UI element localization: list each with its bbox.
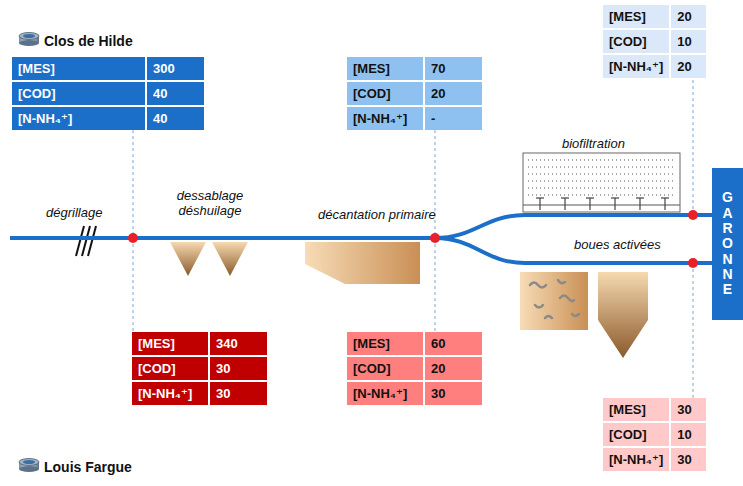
parameter-value: 30 — [210, 382, 267, 405]
parameter-value: 30 — [671, 398, 706, 421]
plant-icon — [19, 33, 39, 47]
table-grid: [MES]60[COD]20[N-NH₄⁺]30 — [347, 332, 482, 405]
plant-icon — [19, 459, 39, 473]
parameter-name: [MES] — [603, 5, 669, 28]
parameter-name: [MES] — [603, 398, 669, 421]
parameter-name: [MES] — [347, 332, 423, 355]
parameter-value: 30 — [210, 357, 267, 380]
stage-label: dégrillage — [46, 205, 102, 220]
stage-label: biofiltration — [562, 136, 625, 151]
grit-tank — [170, 242, 206, 276]
parameter-name: [COD] — [603, 423, 669, 446]
stage-label: décantation primaire — [318, 207, 436, 222]
stage-label: boues activées — [574, 237, 661, 252]
parameter-value: 340 — [210, 332, 267, 355]
parameter-name: [N-NH₄⁺] — [603, 55, 669, 78]
parameter-value: 20 — [425, 82, 482, 105]
parameter-value: - — [425, 107, 482, 130]
parameter-name: [N-NH₄⁺] — [603, 448, 669, 471]
table-grid: [MES]300[COD]40[N-NH₄⁺]40 — [12, 57, 204, 130]
parameter-name: [N-NH₄⁺] — [347, 382, 423, 405]
river-band: GARONNE — [712, 168, 743, 320]
table-grid: [MES]20[COD]10[N-NH₄⁺]20 — [603, 5, 706, 78]
grease-tank — [212, 242, 248, 276]
parameter-name: [N-NH₄⁺] — [132, 382, 208, 405]
plant-name: Clos de Hilde — [44, 33, 133, 49]
parameter-name: [COD] — [132, 357, 208, 380]
parameter-value: 30 — [425, 382, 482, 405]
parameter-value: 20 — [671, 55, 706, 78]
parameter-value: 40 — [147, 107, 204, 130]
measure-table: [MES]70[COD]20[N-NH₄⁺]- — [347, 57, 482, 130]
parameter-name: [COD] — [347, 357, 423, 380]
parameter-value: 20 — [425, 357, 482, 380]
parameter-value: 20 — [671, 5, 706, 28]
settling-tank — [305, 242, 420, 284]
parameter-name: [COD] — [12, 82, 145, 105]
parameter-value: 40 — [147, 82, 204, 105]
table-grid: [MES]30[COD]10[N-NH₄⁺]30 — [603, 398, 706, 471]
parameter-name: [N-NH₄⁺] — [12, 107, 145, 130]
screen-symbol — [76, 226, 96, 256]
river-name: GARONNE — [721, 190, 735, 298]
measure-table: [MES]340[COD]30[N-NH₄⁺]30 — [132, 332, 267, 405]
plant-name: Louis Fargue — [44, 459, 132, 475]
aeration-tank — [520, 272, 588, 330]
parameter-name: [MES] — [347, 57, 423, 80]
parameter-name: [COD] — [603, 30, 669, 53]
parameter-name: [COD] — [347, 82, 423, 105]
measure-table: [MES]300[COD]40[N-NH₄⁺]40 — [12, 57, 204, 130]
measure-table: [MES]60[COD]20[N-NH₄⁺]30 — [347, 332, 482, 405]
parameter-value: 30 — [671, 448, 706, 471]
pipe — [10, 215, 712, 263]
parameter-name: [MES] — [12, 57, 145, 80]
measure-table: [MES]30[COD]10[N-NH₄⁺]30 — [603, 398, 706, 471]
parameter-name: [N-NH₄⁺] — [347, 107, 423, 130]
parameter-name: [MES] — [132, 332, 208, 355]
parameter-value: 10 — [671, 423, 706, 446]
measure-table: [MES]20[COD]10[N-NH₄⁺]20 — [603, 5, 706, 78]
biofilter — [523, 153, 680, 212]
parameter-value: 70 — [425, 57, 482, 80]
clarifier — [598, 272, 648, 358]
table-grid: [MES]340[COD]30[N-NH₄⁺]30 — [132, 332, 267, 405]
table-grid: [MES]70[COD]20[N-NH₄⁺]- — [347, 57, 482, 130]
parameter-value: 60 — [425, 332, 482, 355]
parameter-value: 10 — [671, 30, 706, 53]
parameter-value: 300 — [147, 57, 204, 80]
stage-label: dessablage déshuilage — [163, 188, 257, 218]
